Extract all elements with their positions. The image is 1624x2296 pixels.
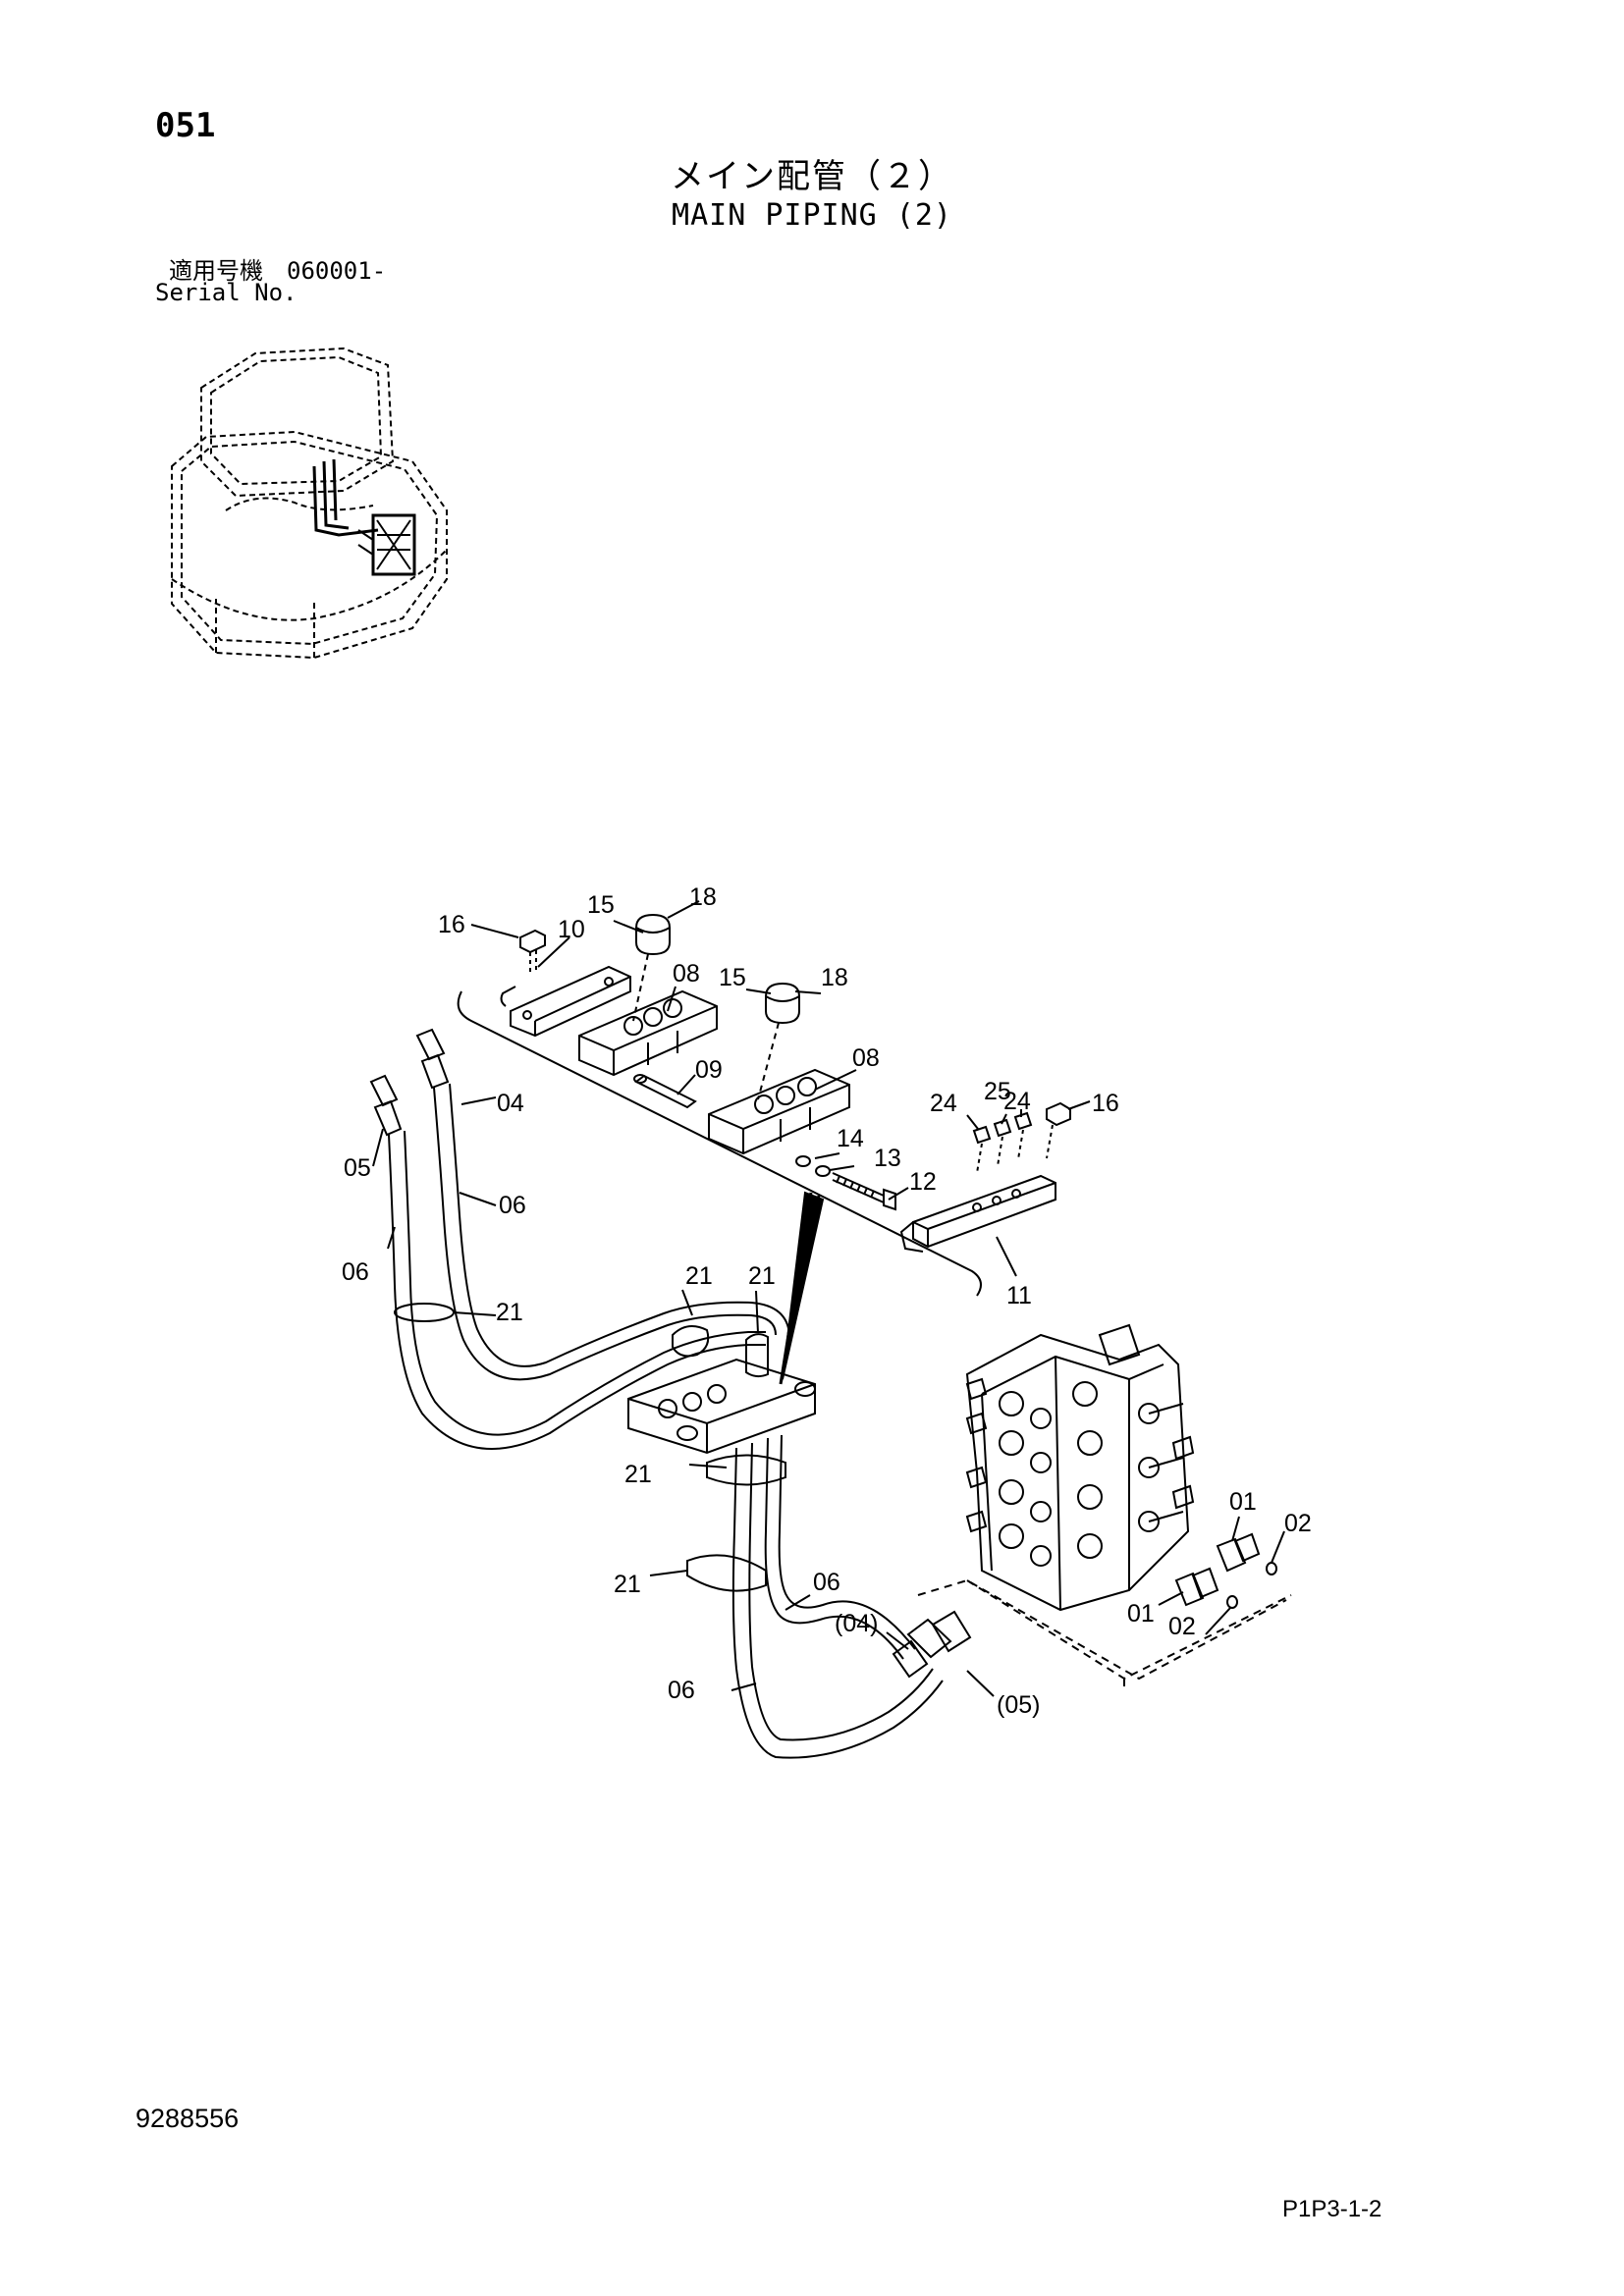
- callout-01-upper: 01: [1229, 1488, 1257, 1516]
- callout-02-upper: 02: [1284, 1510, 1312, 1537]
- callout-11: 11: [1006, 1282, 1032, 1309]
- callout-04: 04: [497, 1090, 524, 1117]
- callout-13: 13: [874, 1145, 901, 1172]
- callout-21-left: 21: [496, 1299, 523, 1326]
- callout-21-top-left: 21: [685, 1262, 713, 1290]
- callout-16-right: 16: [1092, 1090, 1119, 1117]
- callout-05: 05: [344, 1154, 371, 1182]
- callout-18-lower: 18: [821, 964, 848, 991]
- callout-08-lower: 08: [852, 1044, 880, 1072]
- callout-14: 14: [837, 1125, 864, 1152]
- serial-number-label-japanese: 適用号機 060001-: [169, 257, 387, 285]
- page-title: MAIN PIPING (2): [672, 198, 952, 233]
- callout-06-lower-left: 06: [668, 1677, 695, 1704]
- serial-number-label: Serial No.: [155, 279, 298, 306]
- callout-06-upper-left: 06: [342, 1258, 369, 1286]
- page-code: P1P3-1-2: [1282, 2196, 1382, 2222]
- callout-06-lower-right: 06: [813, 1569, 840, 1596]
- page-number: 051: [155, 106, 216, 145]
- hose-fittings-top: [369, 1028, 450, 1137]
- callout-25: 25: [984, 1078, 1011, 1105]
- callout-10: 10: [558, 916, 585, 943]
- callout-02-lower: 02: [1168, 1613, 1196, 1640]
- callout-06-upper-right: 06: [499, 1192, 526, 1219]
- callout-24-left: 24: [930, 1090, 957, 1117]
- callout-16-upper: 16: [438, 911, 465, 938]
- machine-overview-thumbnail: [171, 347, 448, 660]
- callout-15-upper: 15: [587, 891, 615, 919]
- callout-09: 09: [695, 1056, 723, 1084]
- callout-18-upper: 18: [689, 883, 717, 911]
- page-title-japanese: メイン配管（２）: [671, 157, 953, 196]
- callout-21-lower: 21: [614, 1571, 641, 1598]
- callout-01-lower: 01: [1127, 1600, 1155, 1628]
- document-number: 9288556: [135, 2104, 240, 2133]
- callout-04-parenthesized: (04): [835, 1610, 878, 1637]
- callout-21-top-right: 21: [748, 1262, 776, 1290]
- callout-24-right: 24: [1003, 1088, 1031, 1115]
- callout-05-parenthesized: (05): [997, 1691, 1040, 1719]
- callout-15-lower: 15: [719, 964, 746, 991]
- callout-21-mid: 21: [624, 1461, 652, 1488]
- control-valve-assembly: [965, 1323, 1195, 1612]
- callout-08-upper: 08: [673, 960, 700, 988]
- callout-12: 12: [909, 1168, 937, 1196]
